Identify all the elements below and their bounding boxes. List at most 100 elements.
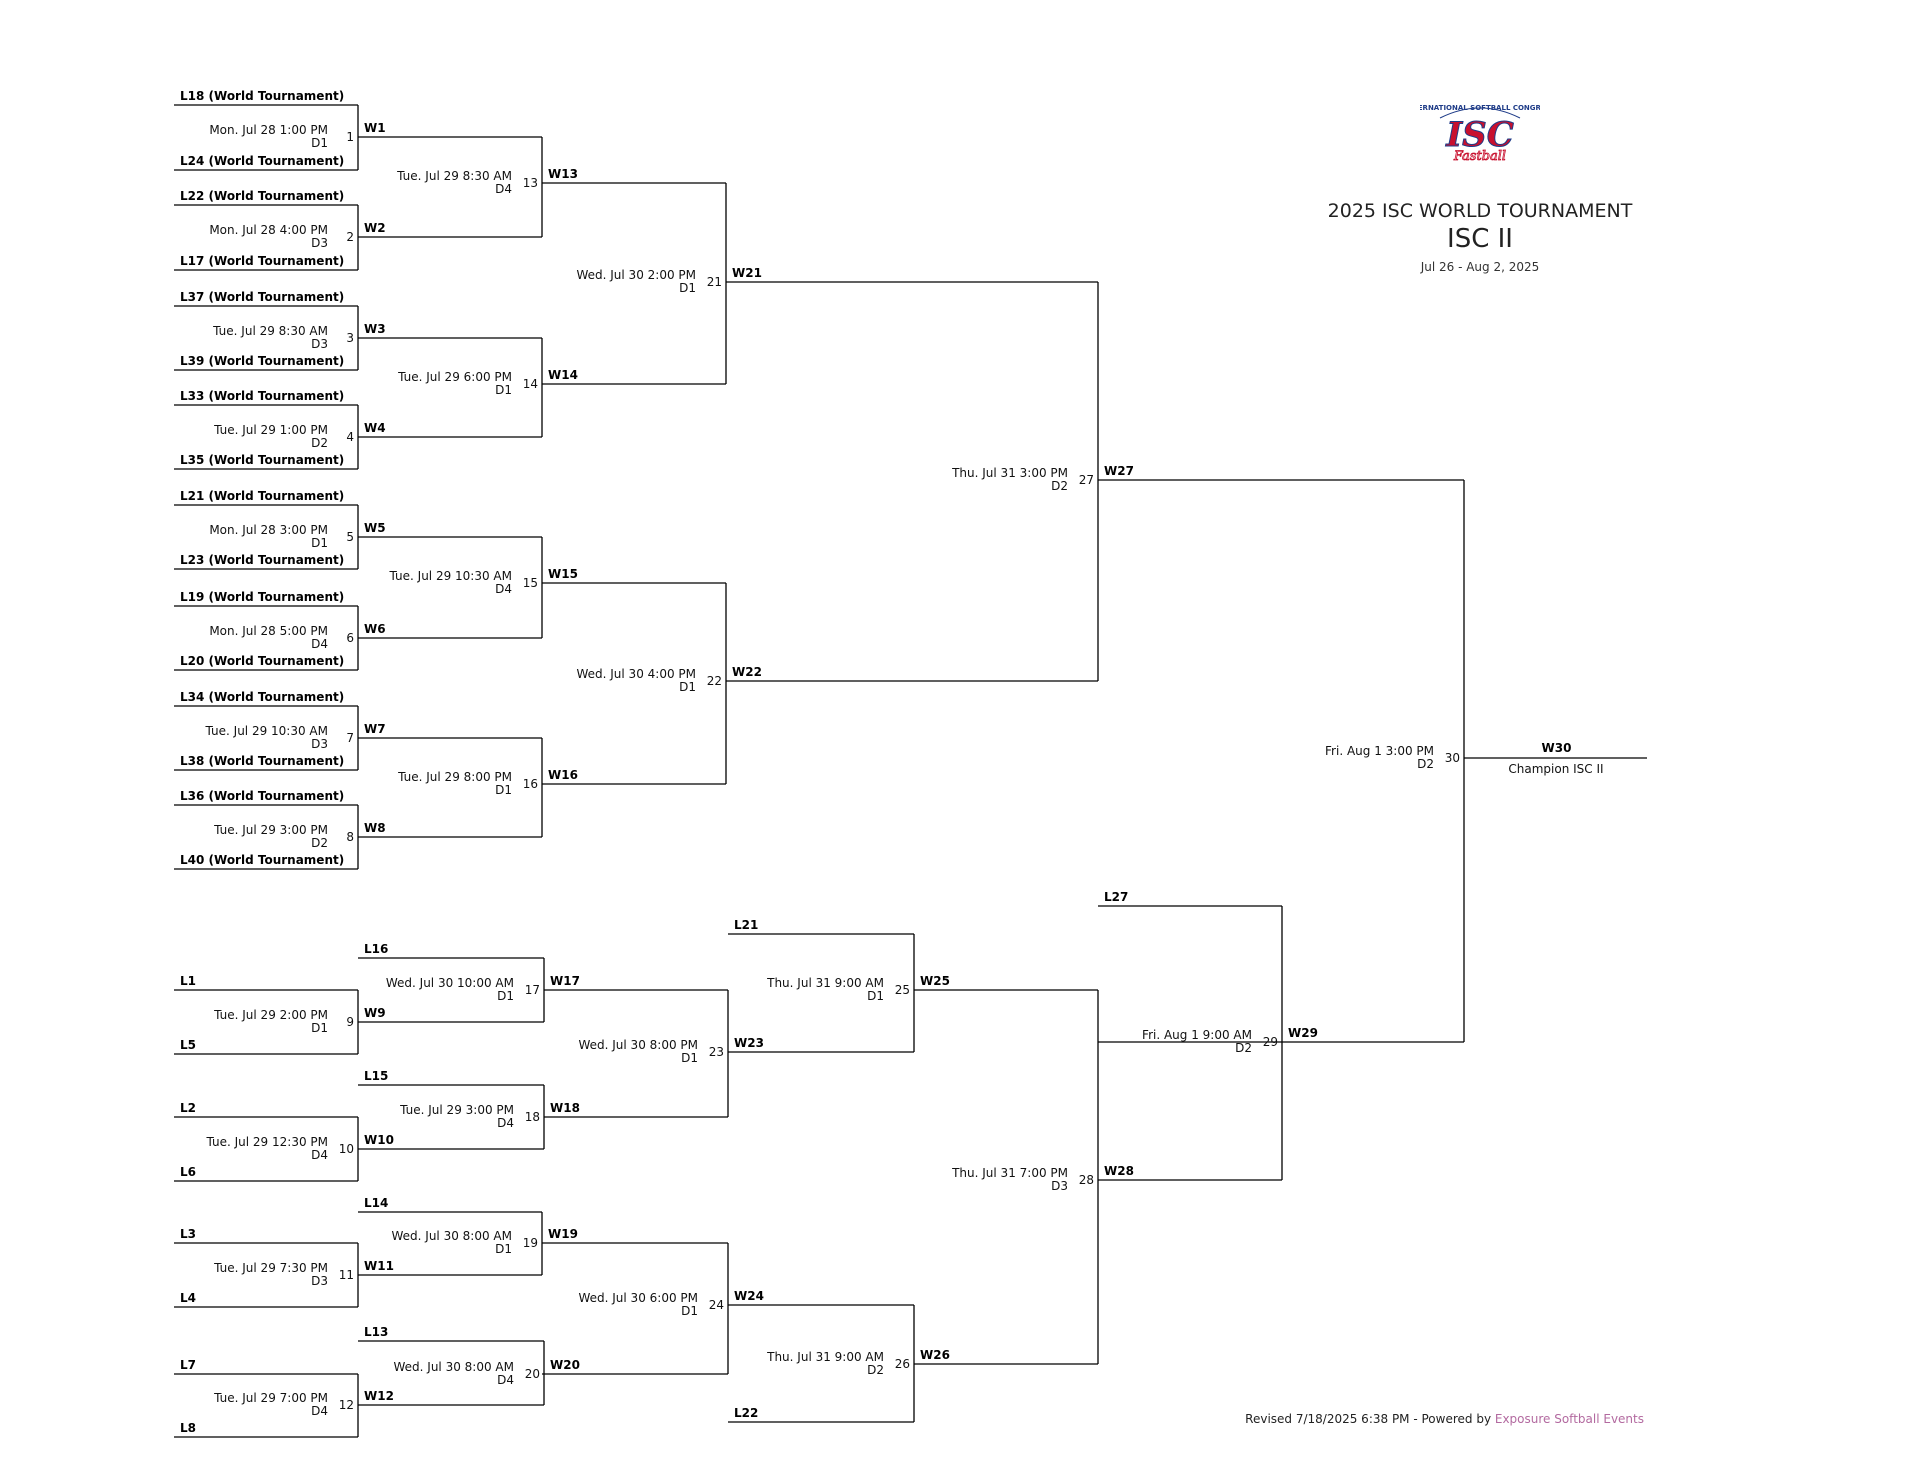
game-1-field: D1 [311, 136, 328, 150]
game-4-field: D2 [311, 436, 328, 450]
game-22-time: Wed. Jul 30 4:00 PM [576, 667, 696, 681]
game-8-number: 8 [346, 830, 354, 844]
game-1-number: 1 [346, 130, 354, 144]
game-26-number: 26 [894, 1357, 910, 1371]
game-14-number: 14 [522, 377, 538, 391]
game-23-field: D1 [681, 1051, 698, 1065]
game-26-time: Thu. Jul 31 9:00 AM [767, 1350, 884, 1364]
game-6-top-slot: L19 (World Tournament) [180, 590, 345, 604]
footer: Revised 7/18/2025 6:38 PM - Powered by E… [1200, 1412, 1644, 1426]
game-1-top-slot: L18 (World Tournament) [180, 89, 345, 103]
game-19-field: D1 [495, 1242, 512, 1256]
game-9-top-slot: L1 [180, 974, 196, 988]
game-6-time: Mon. Jul 28 5:00 PM [209, 624, 328, 638]
game-9-field: D1 [311, 1021, 328, 1035]
game-15-winner: W15 [548, 567, 578, 581]
game-19-winner: W19 [548, 1227, 578, 1241]
page-subtitle: ISC II [1447, 224, 1513, 254]
game-26-bottom-slot: L22 [734, 1406, 759, 1420]
game-9-time: Tue. Jul 29 2:00 PM [214, 1008, 328, 1022]
game-9-bottom-slot: L5 [180, 1038, 196, 1052]
game-3-time: Tue. Jul 29 8:30 AM [213, 324, 328, 338]
game-10-field: D4 [311, 1148, 328, 1162]
game-18-winner: W18 [550, 1101, 580, 1115]
game-18-time: Tue. Jul 29 3:00 PM [400, 1103, 514, 1117]
game-20-field: D4 [497, 1373, 514, 1387]
game-11-winner: W11 [364, 1259, 394, 1273]
game-13-winner: W13 [548, 167, 578, 181]
game-12-bottom-slot: L8 [180, 1421, 196, 1435]
game-11-bottom-slot: L4 [180, 1291, 196, 1305]
game-19-top-slot: L14 [364, 1196, 389, 1210]
footer-link[interactable]: Exposure Softball Events [1494, 1412, 1644, 1426]
game-8-time: Tue. Jul 29 3:00 PM [214, 823, 328, 837]
game-6-field: D4 [311, 637, 328, 651]
game-29-winner: W29 [1288, 1026, 1318, 1040]
game-7-bottom-slot: L38 (World Tournament) [180, 754, 345, 768]
game-3-winner: W3 [364, 322, 386, 336]
game-5-time: Mon. Jul 28 3:00 PM [209, 523, 328, 537]
game-25-time: Thu. Jul 31 9:00 AM [767, 976, 884, 990]
champion-label: Champion ISC II [1508, 762, 1604, 776]
game-12-winner: W12 [364, 1389, 394, 1403]
game-10-bottom-slot: L6 [180, 1165, 196, 1179]
game-7-winner: W7 [364, 722, 386, 736]
tournament-dates: Jul 26 - Aug 2, 2025 [1420, 260, 1540, 274]
game-20-time: Wed. Jul 30 8:00 AM [393, 1360, 515, 1374]
game-10-time: Tue. Jul 29 12:30 PM [206, 1135, 329, 1149]
game-23-winner: W23 [734, 1036, 764, 1050]
isc-logo: INTERNATIONAL SOFTBALL CONGRESS ISC Fast… [1405, 96, 1556, 168]
game-8-winner: W8 [364, 821, 386, 835]
game-1-winner: W1 [364, 121, 386, 135]
game-2-number: 2 [346, 230, 354, 244]
game-4-number: 4 [346, 430, 354, 444]
game-17-number: 17 [524, 983, 540, 997]
game-22-winner: W22 [732, 665, 762, 679]
game-16-winner: W16 [548, 768, 578, 782]
game-15-number: 15 [522, 576, 538, 590]
game-24-number: 24 [708, 1298, 724, 1312]
game-7-field: D3 [311, 737, 328, 751]
game-12-time: Tue. Jul 29 7:00 PM [214, 1391, 328, 1405]
game-5-bottom-slot: L23 (World Tournament) [180, 553, 345, 567]
game-30-winner: W30 [1541, 741, 1572, 755]
game-23-time: Wed. Jul 30 8:00 PM [578, 1038, 698, 1052]
game-29-time: Fri. Aug 1 9:00 AM [1142, 1028, 1252, 1042]
game-29-number: 29 [1262, 1035, 1278, 1049]
game-10-number: 10 [338, 1142, 354, 1156]
game-13-time: Tue. Jul 29 8:30 AM [397, 169, 512, 183]
game-21-time: Wed. Jul 30 2:00 PM [576, 268, 696, 282]
game-27-time: Thu. Jul 31 3:00 PM [952, 466, 1068, 480]
game-18-field: D4 [497, 1116, 514, 1130]
game-24-winner: W24 [734, 1289, 764, 1303]
game-16-field: D1 [495, 783, 512, 797]
game-30-number: 30 [1444, 751, 1460, 765]
game-17-time: Wed. Jul 30 10:00 AM [385, 976, 514, 990]
game-19-number: 19 [522, 1236, 538, 1250]
game-15-time: Tue. Jul 29 10:30 AM [389, 569, 512, 583]
game-5-top-slot: L21 (World Tournament) [180, 489, 345, 503]
game-25-top-slot: L21 [734, 918, 759, 932]
game-5-winner: W5 [364, 521, 386, 535]
game-16-number: 16 [522, 777, 538, 791]
logo-script: Fastball [1453, 149, 1506, 164]
game-4-winner: W4 [364, 421, 386, 435]
game-2-time: Mon. Jul 28 4:00 PM [209, 223, 328, 237]
